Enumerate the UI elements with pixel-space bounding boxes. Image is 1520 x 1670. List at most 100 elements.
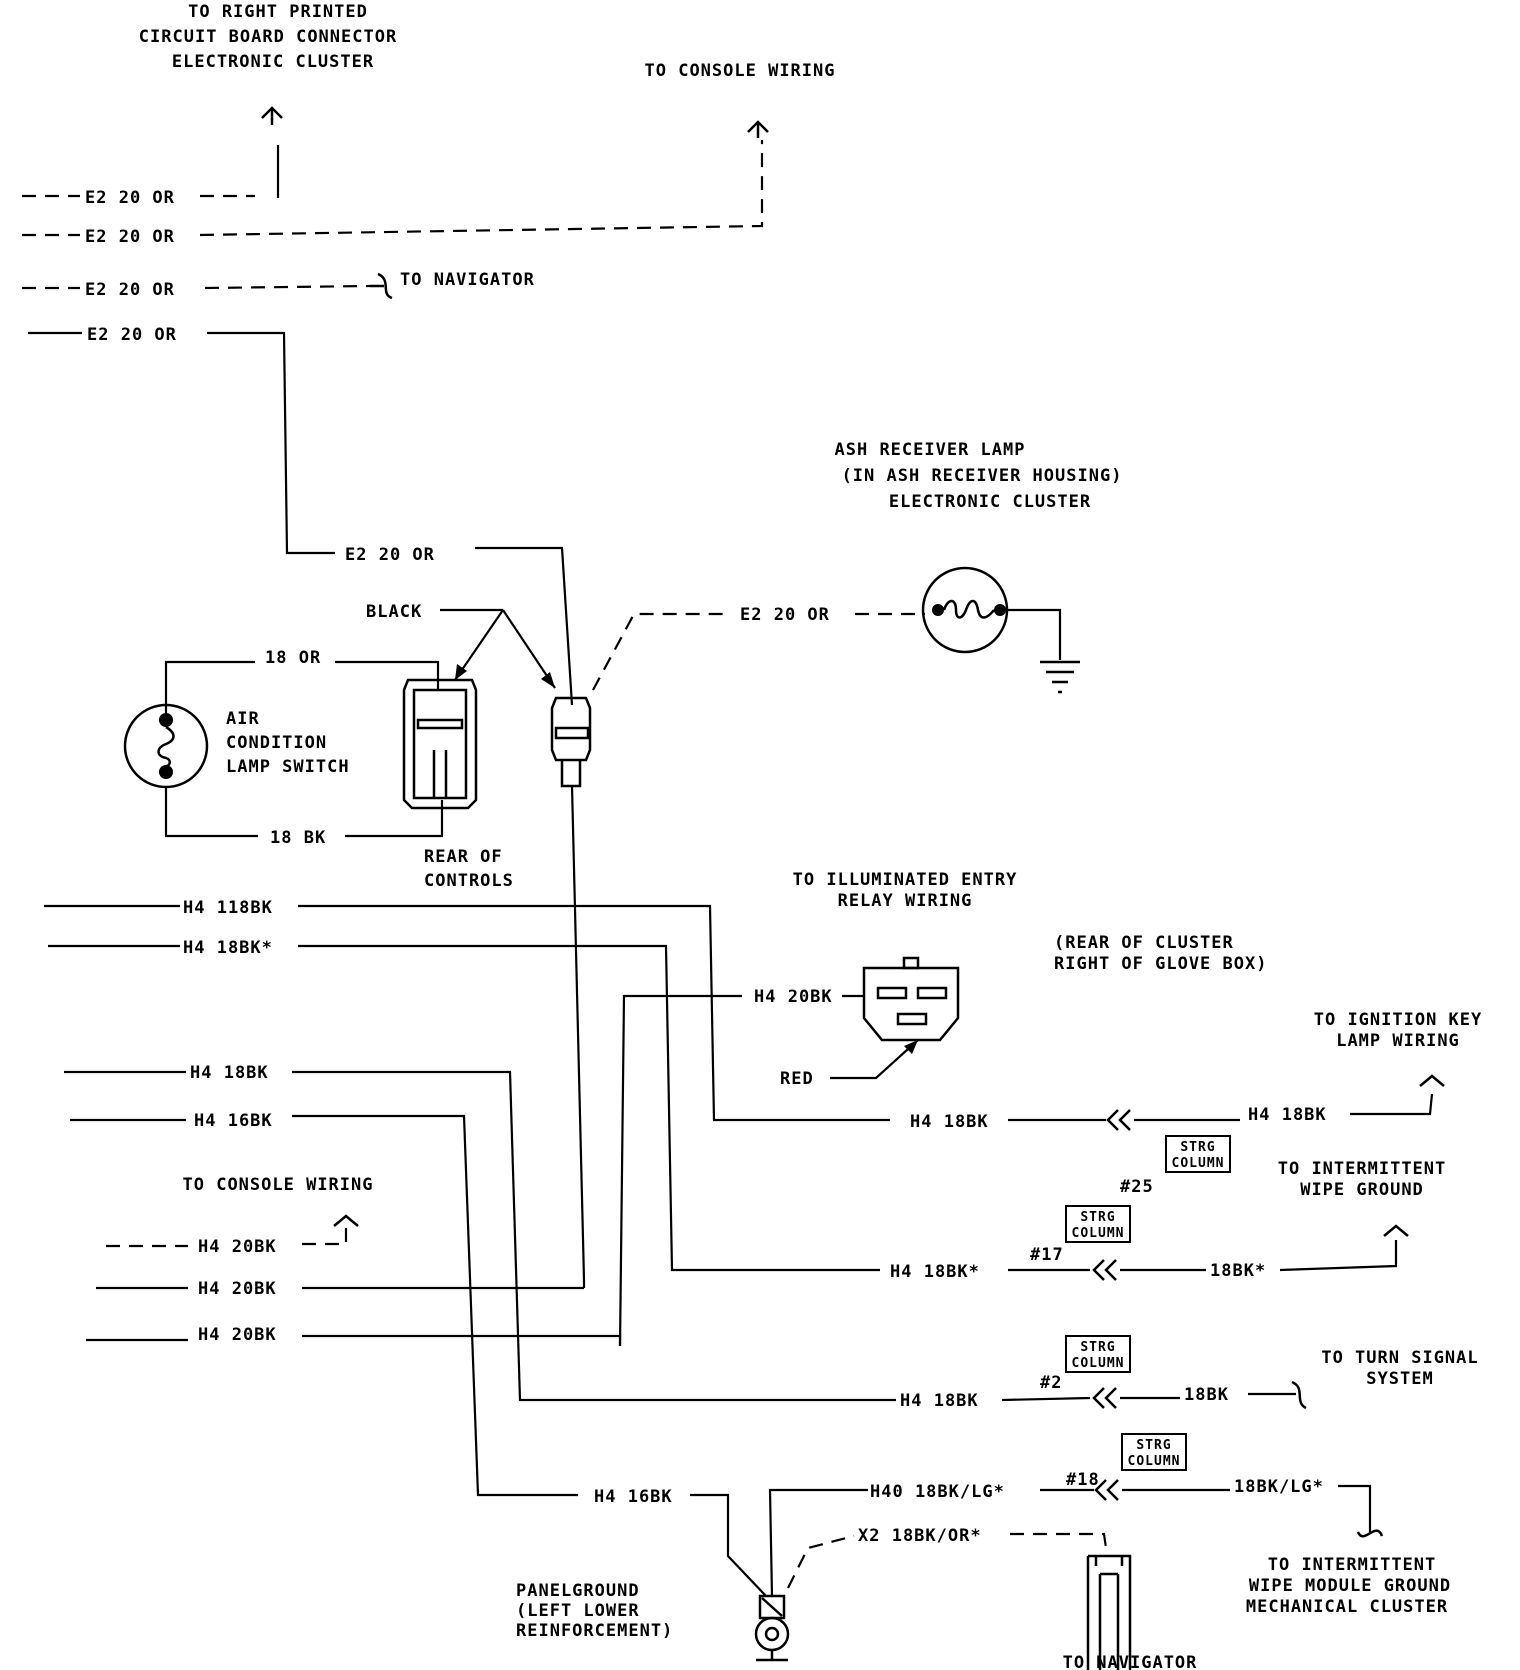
strg-id-2: #2 — [1040, 1373, 1062, 1393]
strg-column-18: STRG COLUMN — [1121, 1433, 1187, 1471]
illum-label-2: RELAY WIRING — [838, 891, 973, 911]
console-mid-label: TO CONSOLE WIRING — [183, 1175, 374, 1195]
navigator-label: TO NAVIGATOR — [400, 270, 535, 290]
rear-cluster-label-2: RIGHT OF GLOVE BOX) — [1054, 954, 1267, 974]
int-wipe-label-2: WIPE GROUND — [1300, 1180, 1424, 1200]
svg-text:COLUMN: COLUMN — [1072, 1226, 1125, 1241]
wire-e2-2-right — [199, 140, 764, 237]
ac-label-1: AIR — [226, 709, 260, 729]
navigator-bottom-connector — [1086, 1554, 1132, 1670]
connector-double-chevron-wipe — [1092, 1259, 1117, 1281]
wire-h4-16b-ground — [690, 1493, 767, 1597]
connector-symbol-console-mid — [333, 1214, 359, 1227]
wire-h40-right-b — [1338, 1484, 1372, 1532]
connector-double-chevron-ign — [1106, 1109, 1131, 1131]
wire-label-h4-wipe: H4 18BK* — [890, 1262, 980, 1282]
connector-symbol-console-top — [747, 120, 769, 138]
wire-18bk-right — [345, 800, 444, 838]
rear-of-controls-connector — [402, 678, 478, 810]
wire-label-h4-turn: H4 18BK — [900, 1391, 979, 1411]
int-mod-label-2: WIPE MODULE GROUND — [1249, 1576, 1451, 1596]
wire-label-h4-20a: H4 20BK — [198, 1237, 277, 1257]
wire-label-h4-20b: H4 20BK — [198, 1279, 277, 1299]
wire-label-h4-16b: H4 16BK — [594, 1487, 673, 1507]
ash-receiver-lamp — [921, 566, 1009, 654]
ign-label-2: LAMP WIRING — [1336, 1031, 1460, 1051]
wire-ign-to-symbol — [1350, 1093, 1434, 1116]
wire-18or-left — [164, 660, 255, 713]
wire-h4-18a-run — [292, 1070, 896, 1402]
strg-column-2: STRG COLUMN — [1065, 1335, 1131, 1373]
strg-id-18: #18 — [1066, 1470, 1100, 1490]
wire-x2-left — [787, 1534, 855, 1589]
wire-h4-20-relay — [618, 994, 742, 1347]
int-wipe-label-1: TO INTERMITTENT — [1278, 1159, 1447, 1179]
wire-h4-20a-right — [302, 1226, 348, 1246]
wire-label-h4-18s: H4 18BK* — [183, 938, 273, 958]
wire-label-x2: X2 18BK/OR* — [858, 1526, 982, 1546]
ac-label-2: CONDITION — [226, 733, 327, 753]
wire-label-h4-ign-r: H4 18BK — [1248, 1105, 1327, 1125]
wire-x2-right — [1010, 1532, 1108, 1549]
wire-label-e2-ash: E2 20 OR — [740, 605, 830, 625]
strg-column-17: STRG COLUMN — [1065, 1205, 1131, 1243]
wire-label-bk-wipe: 18BK* — [1210, 1261, 1266, 1281]
black-label: BLACK — [366, 602, 422, 622]
connector-symbol-ign — [1419, 1074, 1445, 1087]
connector-double-chevron-h40 — [1094, 1479, 1119, 1501]
rear-controls-label-2: CONTROLS — [424, 871, 514, 891]
wire-e2-3-right — [204, 284, 371, 290]
svg-text:STRG: STRG — [1080, 1210, 1115, 1225]
svg-text:STRG: STRG — [1080, 1340, 1115, 1355]
strg-id-25: #25 — [1120, 1177, 1154, 1197]
svg-text:COLUMN: COLUMN — [1172, 1156, 1225, 1171]
wire-label-e2-1: E2 20 OR — [85, 188, 175, 208]
ground-symbol-ash — [1040, 660, 1080, 694]
wire-label-e2-4: E2 20 OR — [87, 325, 177, 345]
panel-label-2: (LEFT LOWER — [516, 1601, 640, 1621]
strg-column-25: STRG COLUMN — [1165, 1135, 1231, 1173]
right-pcb-label-2: CIRCUIT BOARD CONNECTOR — [139, 27, 397, 47]
wire-label-e2-3: E2 20 OR — [85, 280, 175, 300]
wire-18bk-left — [164, 787, 258, 838]
illum-label-1: TO ILLUMINATED ENTRY — [793, 870, 1018, 890]
wire-label-h4-118: H4 118BK — [183, 898, 273, 918]
wire-label-h40: H40 18BK/LG* — [870, 1482, 1005, 1502]
wire-label-18or: 18 OR — [265, 648, 321, 668]
ac-lamp-switch — [123, 703, 209, 789]
wire-h4-118-run — [298, 904, 890, 1122]
wire-h4-18s-run — [298, 944, 880, 1272]
int-mod-label-1: TO INTERMITTENT — [1268, 1555, 1437, 1575]
turn-label-2: SYSTEM — [1366, 1369, 1433, 1389]
wire-h4-turn-mid — [1001, 1396, 1091, 1402]
connector-double-chevron-turn — [1092, 1387, 1117, 1409]
ash-label-3: ELECTRONIC CLUSTER — [889, 492, 1091, 512]
svg-text:STRG: STRG — [1136, 1438, 1171, 1453]
wire-label-h4-ign-l: H4 18BK — [910, 1112, 989, 1132]
ash-label-2: (IN ASH RECEIVER HOUSING) — [842, 466, 1123, 486]
inline-connector — [550, 696, 592, 788]
connector-symbol-wipe — [1383, 1224, 1409, 1237]
rear-cluster-label-1: (REAR OF CLUSTER — [1054, 933, 1234, 953]
wire-label-h4-20-relay: H4 20BK — [754, 987, 833, 1007]
panel-ground-symbol — [754, 1594, 790, 1662]
wire-label-e2-2: E2 20 OR — [85, 227, 175, 247]
ign-label-1: TO IGNITION KEY — [1314, 1010, 1483, 1030]
strg-id-17: #17 — [1030, 1245, 1064, 1265]
connector-symbol-int-mod — [1356, 1529, 1384, 1538]
panel-label-1: PANELGROUND — [516, 1581, 640, 1601]
relay-connector — [862, 956, 960, 1042]
wire-wipe-right-b — [1279, 1240, 1398, 1272]
svg-text:STRG: STRG — [1180, 1140, 1215, 1155]
wire-h4-20c-run — [302, 1334, 622, 1346]
panel-label-3: REINFORCEMENT) — [516, 1621, 673, 1641]
wire-e2-4-run — [207, 331, 335, 555]
wire-label-h4-20c: H4 20BK — [198, 1325, 277, 1345]
console-top-label: TO CONSOLE WIRING — [645, 61, 836, 81]
arrowhead-black-right — [541, 672, 555, 688]
wire-18or-right — [335, 660, 440, 690]
right-pcb-label-3: ELECTRONIC CLUSTER — [172, 52, 374, 72]
right-pcb-label-1: TO RIGHT PRINTED — [188, 2, 368, 22]
wire-label-bk-turn: 18BK — [1184, 1385, 1229, 1405]
